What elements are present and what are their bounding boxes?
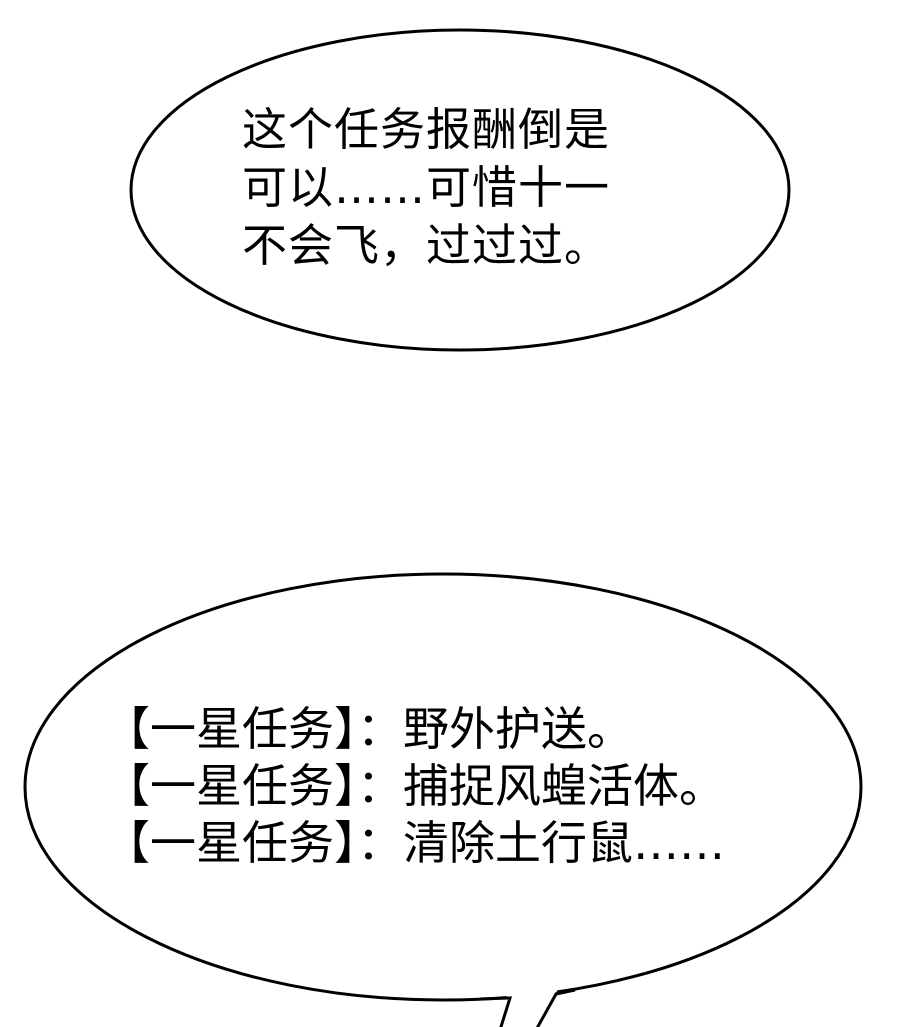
speech-bubble-top bbox=[129, 28, 791, 352]
quest-line: 【一星任务】：捕捉风蝗活体。 bbox=[104, 759, 725, 813]
quest-line: 【一星任务】：野外护送。 bbox=[104, 702, 633, 756]
dialogue-line: 不会飞，过过过。 bbox=[242, 219, 611, 272]
bubble-top-text: 这个任务报酬倒是 可以……可惜十一 不会飞，过过过。 bbox=[242, 101, 610, 275]
speech-tail-right bbox=[535, 988, 576, 1027]
speech-tail-left bbox=[479, 996, 513, 1027]
quest-line: 【一星任务】：清除土行鼠…… bbox=[104, 816, 725, 870]
bubble-bottom-text: 【一星任务】：野外护送。 【一星任务】：捕捉风蝗活体。 【一星任务】：清除土行鼠… bbox=[104, 701, 725, 872]
dialogue-line: 这个任务报酬倒是 bbox=[242, 103, 611, 156]
dialogue-line: 可以……可惜十一 bbox=[242, 161, 611, 214]
speech-tail-fill bbox=[499, 985, 560, 1027]
speech-bubble-bottom bbox=[23, 572, 863, 1002]
